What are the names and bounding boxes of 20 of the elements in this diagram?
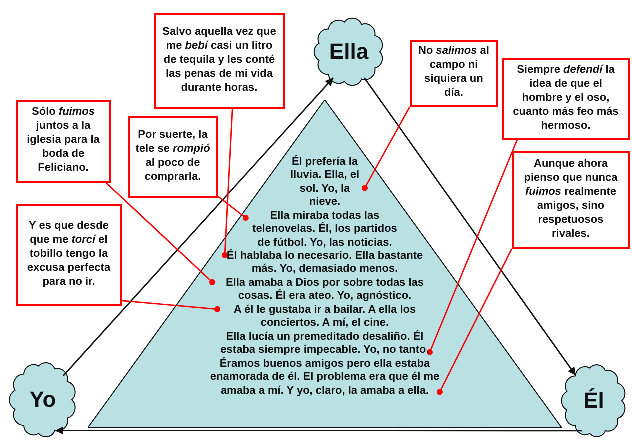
cloud-shape (560, 362, 628, 440)
callout-box: Aunque ahora pienso que nunca fuimos realmente amigos, sino respetuosos rivales. (512, 151, 630, 249)
text-paragraph: Ella amaba a Dios por sobre todas las cosas. Él era ateo. Yo, agnóstico. (212, 277, 438, 304)
cloud-label: Él (582, 388, 606, 414)
cloud-shape (312, 16, 386, 88)
callout-box: Siempre defendí la idea de que el hombre y el oso, cuanto más feo más hermoso. (502, 58, 630, 140)
callout-box: Y es que desde que me torcí el tobillo tengo la excusa perfecta para no ir. (16, 204, 122, 306)
text-paragraph: Él prefería la lluvia. Ella, el sol. Yo, la nieve. (285, 156, 365, 210)
text-paragraph: Ella miraba todas las telenovelas. Él, los partidos de fútbol. Yo, las noticias. (246, 210, 404, 250)
text-paragraph: Ella lucía un premeditado desaliño. Él estaba siempre impecable. Yo, no tanto. (220, 331, 430, 358)
text-paragraph: Él hablaba lo necesario. Ella bastante más. Yo, demasiado menos. (225, 250, 425, 277)
text-paragraph: A él le gustaba ir a bailar. A ella los conciertos. A mí, el cine. (218, 304, 432, 331)
callout-box: Por suerte, la tele se rompió al poco de comprarla. (128, 116, 218, 198)
callout-box: No salimos al campo ni siquiera un día. (410, 40, 498, 107)
cloud-label: Yo (28, 387, 58, 413)
text-paragraph: Éramos buenos amigos pero ella estaba enamorada de él. El problema era que él me amaba a mí. Y yo, claro, la amaba a ella. (210, 358, 440, 398)
cloud-label: Ella (328, 39, 370, 65)
callout-box: Salvo aquella vez que me bebí casi un litro de tequila y les conté las penas de mi vida durante horas. (154, 13, 285, 109)
cloud-shape (8, 360, 78, 440)
callout-box: Sólo fuimos juntos a la iglesia para la boda de Feliciano. (16, 100, 111, 183)
